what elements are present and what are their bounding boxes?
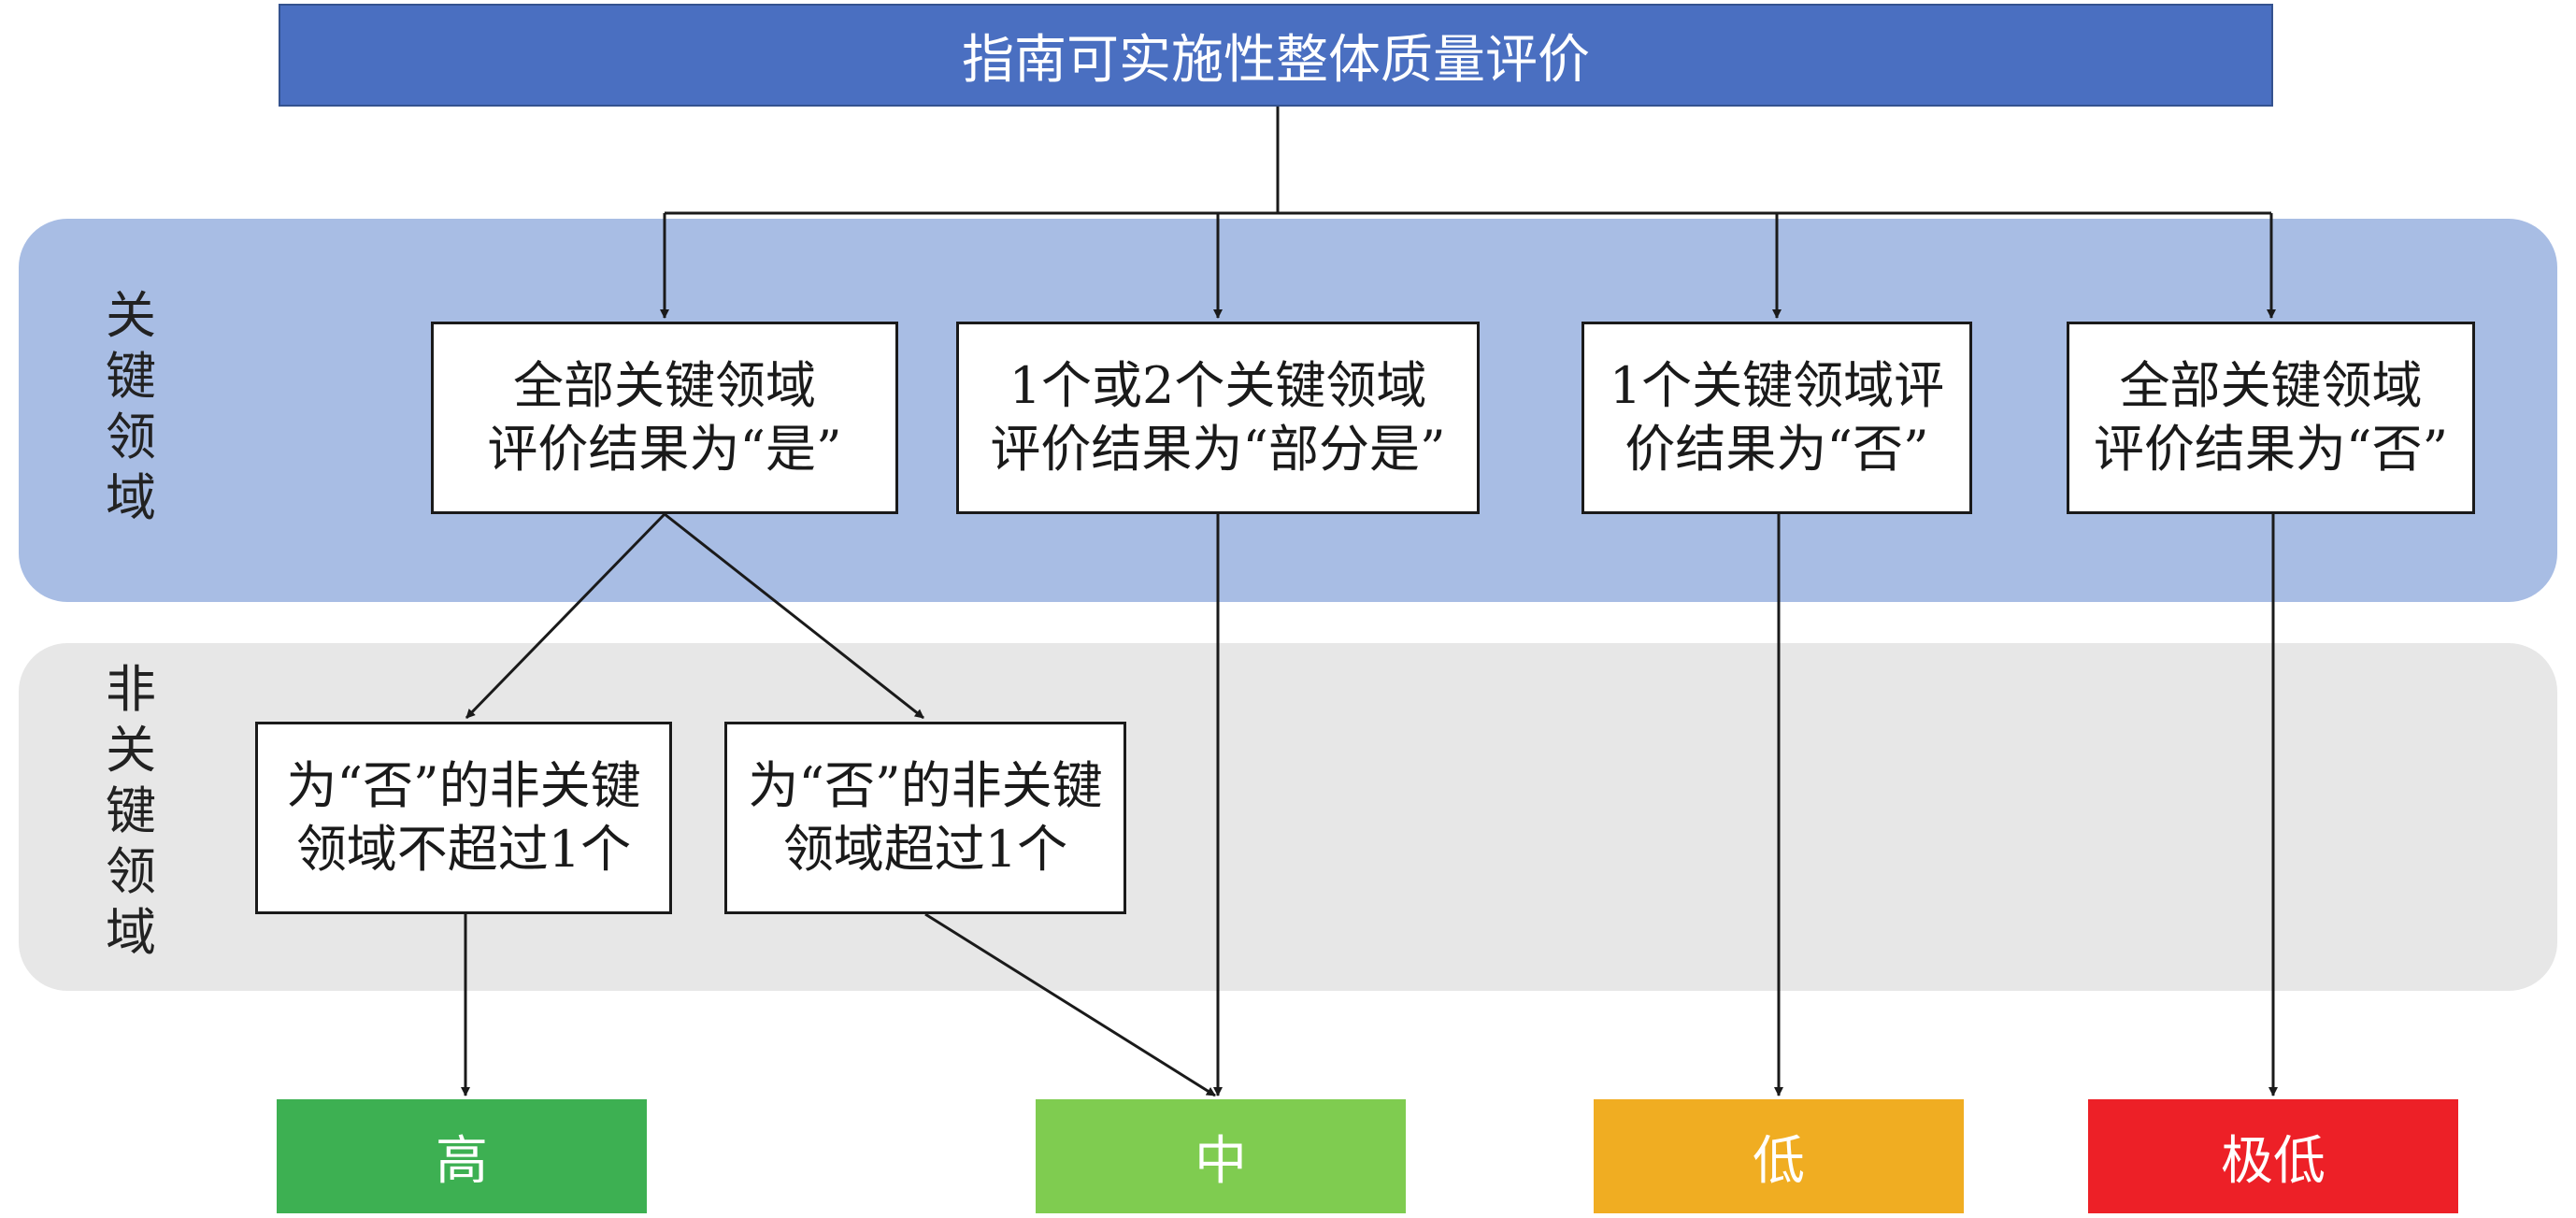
node-nonkey-le-one: 为“否”的非关键 领域不超过1个 [255, 722, 672, 914]
node-one-key-no: 1个关键领域评 价结果为“否” [1581, 322, 1972, 514]
node-all-key-yes: 全部关键领域 评价结果为“是” [431, 322, 898, 514]
result-high: 高 [277, 1099, 647, 1213]
result-very-low: 极低 [2088, 1099, 2458, 1213]
arrow-gt-one-to-medium [924, 912, 1216, 1097]
arrow-to-nonkey-le-one [465, 512, 666, 720]
result-medium: 中 [1036, 1099, 1406, 1213]
key-domain-label: 关 键 领 域 [106, 286, 156, 527]
overall-quality-title: 指南可实施性整体质量评价 [279, 4, 2273, 107]
node-nonkey-gt-one: 为“否”的非关键 领域超过1个 [724, 722, 1126, 914]
result-low: 低 [1594, 1099, 1964, 1213]
nonkey-domain-label: 非 关 键 领 域 [106, 660, 156, 962]
node-partial-key: 1个或2个关键领域 评价结果为“部分是” [956, 322, 1480, 514]
arrow-to-nonkey-gt-one [664, 512, 924, 720]
node-all-key-no: 全部关键领域 评价结果为“否” [2067, 322, 2475, 514]
